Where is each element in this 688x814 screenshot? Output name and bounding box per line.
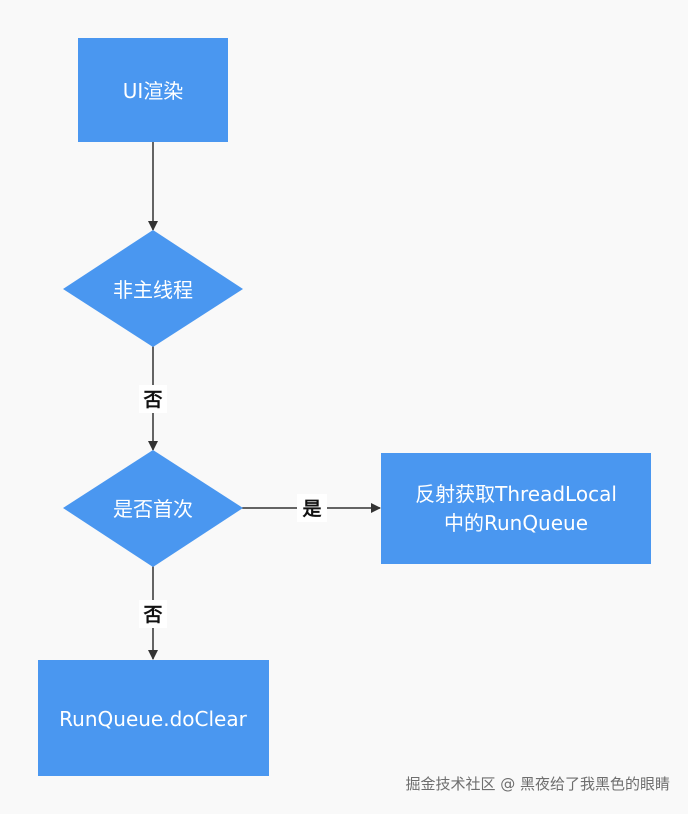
node-reflect-runqueue-label-line-2: 中的RunQueue bbox=[444, 511, 588, 535]
node-do-clear-label: RunQueue.doClear bbox=[59, 707, 247, 731]
node-is-first-diamond bbox=[63, 450, 243, 567]
edge-label-bg-no-1 bbox=[139, 385, 167, 413]
node-ui-render: UI渲染 bbox=[78, 38, 228, 142]
watermark: 掘金技术社区 @ 黑夜给了我黑色的眼睛 bbox=[405, 775, 670, 793]
node-ui-render-label: UI渲染 bbox=[123, 79, 184, 103]
node-is-first: 是否首次 bbox=[63, 450, 243, 567]
node-non-main-thread: 非主线程 bbox=[63, 230, 243, 347]
node-is-first-label: 是否首次 bbox=[113, 497, 193, 521]
node-reflect-runqueue-box bbox=[381, 453, 651, 564]
edge-label-no-1: 否 bbox=[142, 389, 162, 411]
node-non-main-thread-diamond bbox=[63, 230, 243, 347]
node-reflect-runqueue: 反射获取ThreadLocal 中的RunQueue bbox=[381, 453, 651, 564]
edge-label-no-2: 否 bbox=[142, 604, 162, 626]
edge-label-yes: 是 bbox=[302, 498, 321, 520]
edge-label-bg-no-2 bbox=[139, 600, 167, 628]
node-reflect-runqueue-label-line-1: 反射获取ThreadLocal bbox=[415, 482, 617, 506]
node-non-main-thread-label: 非主线程 bbox=[113, 278, 193, 302]
node-do-clear-box bbox=[38, 660, 269, 776]
edge-label-bg-yes bbox=[297, 494, 327, 522]
node-ui-render-box bbox=[78, 38, 228, 142]
node-do-clear: RunQueue.doClear bbox=[38, 660, 269, 776]
